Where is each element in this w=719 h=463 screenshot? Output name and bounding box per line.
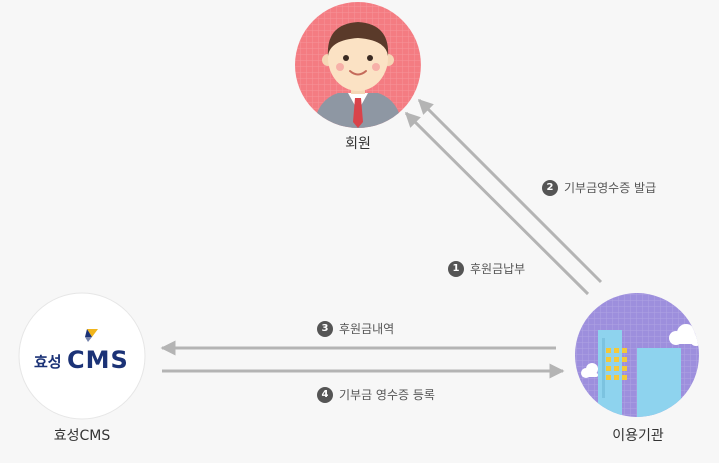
cms-logo: 효성 CMS [18,292,146,420]
step-4-text: 기부금 영수증 등록 [339,388,435,402]
member-label: 회원 [345,136,371,152]
cms-logo-prefix: 효성 [34,353,62,371]
cms-logo-main: CMS [67,346,129,374]
step-2: 2 기부금영수증 발급 [542,179,656,196]
step-4: 4 기부금 영수증 등록 [317,386,435,403]
member-avatar [295,2,421,128]
step-3-text: 후원금내역 [339,322,395,336]
arrow-payment [404,111,590,296]
arrows [160,98,603,379]
institution-label: 이용기관 [612,428,664,444]
step-1: 1 후원금납부 [448,260,525,277]
step-3: 3 후원금내역 [317,320,394,337]
institution-building [575,293,699,417]
step-3-badge: 3 [317,320,333,337]
step-1-text: 후원금납부 [470,262,526,276]
step-4-badge: 4 [317,386,333,403]
arrow-receipt [417,98,603,284]
cms-label: 효성CMS [53,428,111,444]
step-2-text: 기부금영수증 발급 [564,181,657,195]
step-1-badge: 1 [448,260,464,277]
step-2-badge: 2 [542,179,558,196]
